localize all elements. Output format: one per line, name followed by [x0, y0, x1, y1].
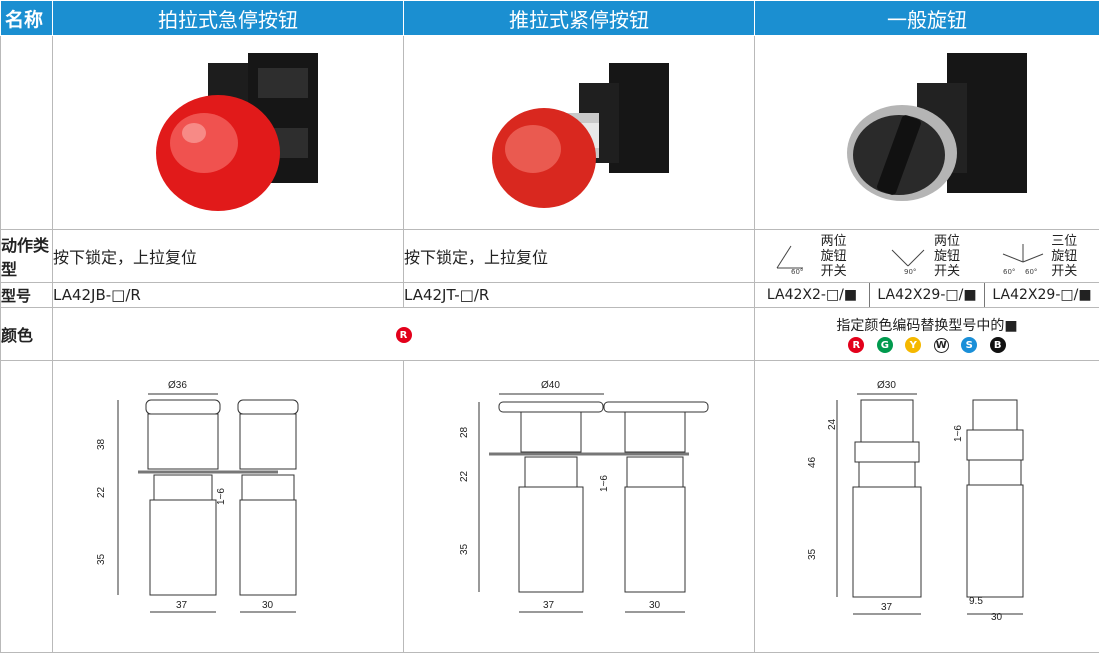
svg-text:30: 30 [649, 600, 661, 611]
header-col-2: 推拉式紧停按钮 [403, 0, 755, 36]
svg-text:30: 30 [991, 612, 1003, 623]
color-row: 颜色 R 指定颜色编码替换型号中的■ R G Y W S B [0, 307, 1099, 361]
svg-text:30: 30 [262, 600, 274, 611]
svg-text:24: 24 [827, 418, 838, 430]
header-row: 名称 拍拉式急停按钮 推拉式紧停按钮 一般旋钮 [0, 0, 1099, 36]
action-two-pos-60: 60° 两位旋钮开关 [773, 234, 851, 279]
svg-text:22: 22 [96, 486, 107, 498]
svg-text:37: 37 [881, 602, 893, 613]
color-s-badge: S [961, 337, 978, 353]
color-g-badge: G [876, 337, 893, 353]
photo-col-3 [754, 35, 1099, 230]
svg-text:37: 37 [176, 600, 188, 611]
svg-text:60°: 60° [1003, 268, 1015, 276]
drawing-col-3: Ø30 24 46 35 1~6 37 30 9.5 [754, 360, 1099, 653]
svg-text:37: 37 [543, 600, 555, 611]
svg-text:22: 22 [459, 470, 470, 482]
svg-text:38: 38 [96, 438, 107, 450]
svg-text:46: 46 [807, 456, 818, 468]
action-two-pos-90: 90° 两位旋钮开关 [886, 234, 964, 279]
svg-text:35: 35 [807, 548, 818, 560]
header-label: 名称 [0, 0, 53, 36]
color-r-badge: R [848, 337, 865, 353]
dimension-drawing-1: Ø36 38 22 35 1~6 37 30 [96, 380, 299, 612]
action-three-pos-60: 60° 60° 三位旋钮开关 [999, 234, 1081, 279]
emergency-stop-button-image [156, 52, 318, 211]
svg-text:1~6: 1~6 [216, 487, 227, 504]
model-col-3: LA42X2-□/■ LA42X29-□/■ LA42X29-□/■ [754, 282, 1099, 308]
dim-dia-1: Ø36 [168, 380, 187, 391]
svg-text:28: 28 [459, 426, 470, 438]
color-label: 颜色 [0, 307, 53, 361]
action-label: 动作类型 [0, 229, 53, 283]
action-col-1: 按下锁定，上拉复位 [52, 229, 404, 283]
dimension-drawing-2: Ø40 28 22 35 1~6 37 30 [459, 380, 709, 612]
action-row: 动作类型 按下锁定，上拉复位 按下锁定，上拉复位 60° 两位旋钮开关 [0, 229, 1099, 283]
color-r-badge: R [395, 327, 412, 343]
model-row: 型号 LA42JB-□/R LA42JT-□/R LA42X2-□/■ LA42… [0, 282, 1099, 308]
svg-text:1~6: 1~6 [953, 424, 964, 441]
color-w-badge: W [933, 337, 949, 353]
model-col-3c: LA42X29-□/■ [992, 287, 1092, 303]
drawing-label-cell [0, 360, 53, 653]
drawing-col-1: Ø36 38 22 35 1~6 37 30 [52, 360, 404, 653]
svg-text:60°: 60° [1025, 268, 1037, 276]
model-col-3a: LA42X2-□/■ [755, 283, 870, 307]
svg-text:60°: 60° [791, 268, 803, 276]
color-y-badge: Y [905, 337, 922, 353]
svg-text:Ø30: Ø30 [877, 380, 896, 391]
push-pull-stop-button-image [492, 62, 669, 208]
svg-text:1~6: 1~6 [599, 474, 610, 491]
model-col-2: LA42JT-□/R [403, 282, 755, 308]
svg-text:Ø40: Ø40 [541, 380, 560, 391]
svg-text:35: 35 [96, 553, 107, 565]
header-col-1: 拍拉式急停按钮 [52, 0, 404, 36]
color-codes: R G Y W S B [755, 337, 1099, 353]
drawing-row: Ø36 38 22 35 1~6 37 30 [0, 360, 1099, 653]
photo-col-2 [403, 35, 755, 230]
action-label-2: 两位旋钮开关 [933, 233, 960, 279]
action-col-2: 按下锁定，上拉复位 [403, 229, 755, 283]
angle-90-icon: 90° [891, 249, 925, 276]
header-col-3: 一般旋钮 [754, 0, 1099, 36]
action-label-1: 两位旋钮开关 [820, 233, 847, 279]
color-shared: R [52, 307, 755, 361]
action-label-3: 三位旋钮开关 [1051, 233, 1078, 279]
photo-row [0, 35, 1099, 230]
svg-text:9.5: 9.5 [969, 596, 983, 607]
color-note: 指定颜色编码替换型号中的■ [836, 318, 1018, 334]
model-col-1: LA42JB-□/R [52, 282, 404, 308]
photo-label-cell [0, 35, 53, 230]
action-col-3: 60° 两位旋钮开关 90° 两位旋钮开关 [754, 229, 1099, 283]
svg-text:35: 35 [459, 543, 470, 555]
color-b-badge: B [989, 337, 1006, 353]
dimension-drawing-3: Ø30 24 46 35 1~6 37 30 9.5 [807, 380, 1024, 623]
svg-text:90°: 90° [904, 268, 916, 276]
model-col-3b: LA42X29-□/■ [870, 283, 985, 307]
photo-col-1 [52, 35, 404, 230]
selector-switch-image [847, 52, 1027, 201]
drawing-col-2: Ø40 28 22 35 1~6 37 30 [403, 360, 755, 653]
angle-60-60-icon: 60° 60° [1003, 244, 1044, 276]
color-col-3: 指定颜色编码替换型号中的■ R G Y W S B [754, 307, 1099, 361]
angle-60-icon: 60° [776, 245, 803, 276]
model-label: 型号 [0, 282, 53, 308]
